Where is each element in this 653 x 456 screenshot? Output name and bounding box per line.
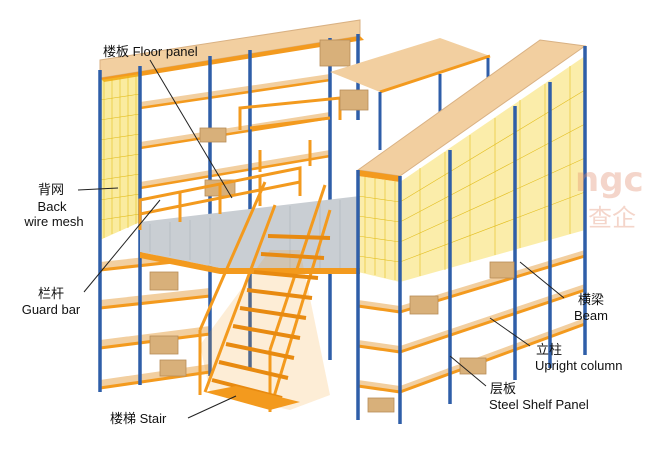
label-upright-en: Upright column xyxy=(535,358,623,373)
right-lower-shelves xyxy=(357,250,586,394)
left-lower-shelves xyxy=(99,250,211,390)
right-uprights xyxy=(356,46,587,424)
guard-bar xyxy=(138,96,342,230)
label-back-wire-mesh-en1: Back xyxy=(37,199,67,214)
stair xyxy=(198,181,332,412)
label-shelf-panel-cn: 层板 xyxy=(490,381,517,396)
floor-panel-surface xyxy=(140,196,360,268)
label-guard-bar-en: Guard bar xyxy=(21,302,81,317)
label-upright-cn: 立柱 xyxy=(536,342,563,357)
label-back-wire-mesh-cn: 背网 xyxy=(37,182,64,197)
mezzanine-floor xyxy=(140,196,360,274)
watermark-latin: ngc xyxy=(575,160,644,200)
left-top-beam xyxy=(100,36,364,82)
label-beam-en: Beam xyxy=(574,308,608,323)
watermark-cn: 查企 xyxy=(588,204,636,232)
label-guard-bar-cn: 栏杆 xyxy=(37,286,64,301)
right-boxes xyxy=(367,261,515,413)
middle-rack-block xyxy=(330,38,491,150)
right-rack-block xyxy=(356,39,587,424)
label-stair: 楼梯 Stair xyxy=(110,411,167,426)
label-beam-cn: 横梁 xyxy=(577,292,604,307)
right-wire-mesh xyxy=(358,56,585,282)
left-upper-shelves xyxy=(139,74,331,190)
label-back-wire-mesh-en2: wire mesh xyxy=(24,214,84,229)
leader-lines xyxy=(77,59,565,419)
label-shelf-panel-en: Steel Shelf Panel xyxy=(489,397,589,412)
back-wire-mesh-grid xyxy=(99,75,141,238)
left-rack-block xyxy=(98,19,364,392)
stair-landing xyxy=(205,386,300,410)
label-floor-panel: 楼板 Floor panel xyxy=(103,44,198,59)
